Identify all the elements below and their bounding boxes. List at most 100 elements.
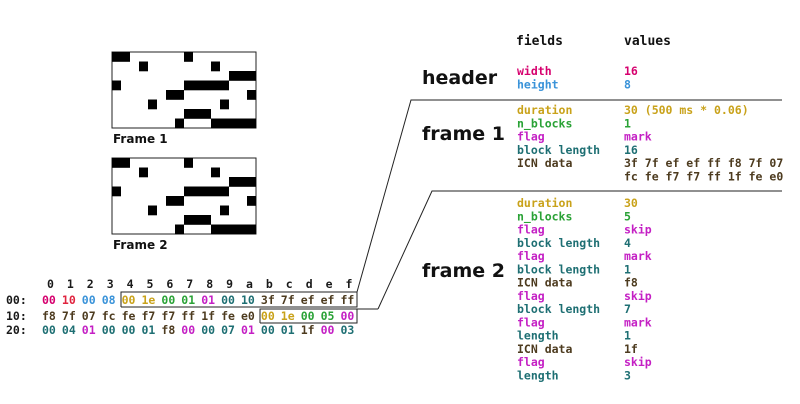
- field-value: 4: [624, 236, 631, 250]
- pixel: [175, 196, 184, 206]
- section-title-2: frame 2: [422, 260, 505, 282]
- hex-column-header: b: [266, 277, 273, 291]
- hex-row-label: 10:: [6, 309, 27, 323]
- section-title-1: frame 1: [422, 123, 505, 145]
- hex-byte: f8: [42, 309, 56, 323]
- pixel: [202, 186, 211, 197]
- field-name: block length: [517, 236, 600, 250]
- hex-byte: 04: [62, 323, 76, 337]
- field-value: 16: [624, 143, 638, 157]
- pixel: [220, 80, 229, 91]
- pixel: [193, 109, 202, 119]
- hex-byte: e0: [241, 309, 255, 323]
- pixel: [211, 167, 220, 178]
- field-value: 1: [624, 262, 631, 276]
- pixel: [175, 224, 184, 235]
- pixel: [229, 224, 238, 235]
- field-name: flag: [517, 289, 545, 303]
- pixel: [220, 118, 229, 129]
- field-name: duration: [517, 103, 572, 117]
- pixel: [211, 118, 220, 129]
- pixel: [184, 215, 193, 225]
- hex-byte: 00: [122, 323, 136, 337]
- hex-byte: 01: [142, 323, 156, 337]
- hex-byte: ef: [321, 293, 335, 307]
- frame-2-preview: Frame 2: [111, 157, 257, 252]
- hex-column-header: 5: [147, 277, 154, 291]
- pixel: [220, 186, 229, 197]
- field-value: 5: [624, 209, 631, 223]
- field-name: flag: [517, 355, 545, 369]
- hex-byte: 1f: [201, 309, 215, 323]
- hex-byte: ef: [301, 293, 315, 307]
- hex-byte: 00: [301, 309, 315, 323]
- hex-byte: 07: [221, 323, 235, 337]
- hex-column-header: d: [306, 277, 313, 291]
- pixel: [247, 118, 256, 129]
- hex-column-header: f: [346, 277, 353, 291]
- pixel: [112, 52, 121, 62]
- connector-lines: [120, 99, 782, 324]
- hex-byte: fc: [102, 309, 116, 323]
- pixel: [238, 177, 247, 187]
- field-name: ICN data: [517, 276, 572, 290]
- field-name: width: [517, 64, 552, 78]
- hex-byte: f7: [161, 309, 175, 323]
- hex-byte: 3f: [261, 293, 275, 307]
- hex-row-label: 00:: [6, 293, 27, 307]
- pixel: [112, 80, 121, 91]
- pixel: [184, 109, 193, 119]
- field-value: mark: [624, 315, 652, 329]
- field-value: mark: [624, 249, 652, 263]
- values-header: values: [624, 34, 671, 49]
- hex-byte: 00: [181, 323, 195, 337]
- hex-byte: f8: [161, 323, 175, 337]
- field-value: 7: [624, 302, 631, 316]
- pixel: [202, 80, 211, 91]
- field-value: 3: [624, 368, 631, 382]
- frame-1-caption: Frame 1: [113, 132, 168, 146]
- hex-byte: 00: [321, 323, 335, 337]
- pixel: [184, 80, 193, 91]
- field-name: height: [517, 77, 559, 91]
- pixel: [211, 224, 220, 235]
- hex-byte: ff: [341, 293, 355, 307]
- hex-byte: 01: [181, 293, 195, 307]
- pixel: [166, 196, 175, 206]
- pixel: [202, 215, 211, 225]
- frame-2-caption: Frame 2: [113, 238, 168, 252]
- field-value: skip: [624, 355, 652, 369]
- pixel: [247, 71, 256, 81]
- hex-byte: 7f: [281, 293, 295, 307]
- pixel: [238, 118, 247, 129]
- pixel: [193, 186, 202, 197]
- pixel: [238, 71, 247, 81]
- hex-byte: 00: [102, 323, 116, 337]
- hex-row-label: 20:: [6, 323, 27, 337]
- field-name: flag: [517, 223, 545, 237]
- pixel: [148, 99, 157, 110]
- hex-byte: 1e: [281, 309, 295, 323]
- pixel: [211, 61, 220, 72]
- pixel: [238, 224, 247, 235]
- field-name: ICN data: [517, 156, 572, 170]
- hex-byte: 1e: [142, 293, 156, 307]
- hex-column-header: 0: [47, 277, 54, 291]
- field-value: 1: [624, 329, 631, 343]
- field-name: n_blocks: [517, 209, 572, 224]
- hex-column-header: 8: [206, 277, 213, 291]
- field-value: skip: [624, 223, 652, 237]
- field-name: ICN data: [517, 342, 572, 356]
- pixel: [148, 205, 157, 216]
- hex-byte: 00: [261, 323, 275, 337]
- pixel: [229, 118, 238, 129]
- hex-column-header: c: [286, 277, 293, 291]
- pixel: [121, 158, 130, 168]
- pixel: [175, 90, 184, 100]
- hex-column-header: 7: [186, 277, 193, 291]
- field-name: length: [517, 368, 559, 382]
- field-value: skip: [624, 289, 652, 303]
- pixel: [175, 118, 184, 129]
